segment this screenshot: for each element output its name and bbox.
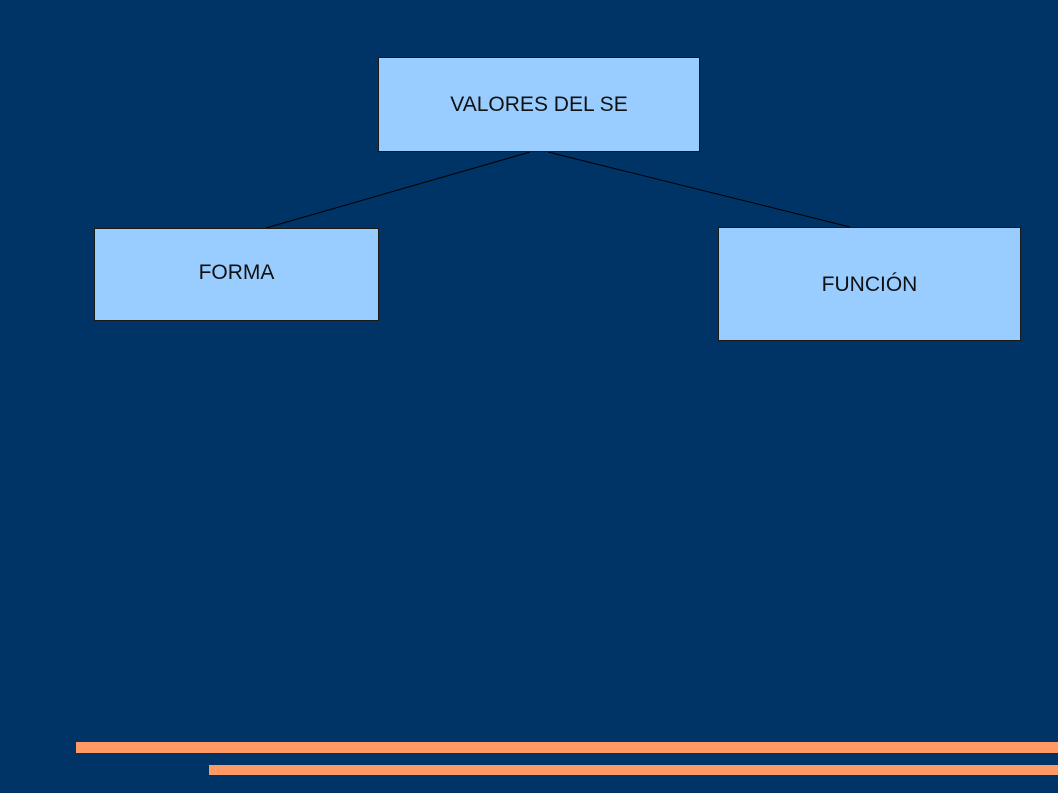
- node-valores-del-se-label: VALORES DEL SE: [450, 92, 628, 116]
- node-funcion[interactable]: FUNCIÓN: [718, 227, 1021, 341]
- node-funcion-label: FUNCIÓN: [821, 273, 918, 296]
- node-forma[interactable]: FORMA: [94, 228, 379, 321]
- accent-bar-top: [76, 742, 1058, 753]
- edge-root-to-funcion: [547, 151, 851, 228]
- edge-root-to-forma: [265, 151, 531, 229]
- node-valores-del-se[interactable]: VALORES DEL SE: [378, 57, 700, 152]
- accent-bar-bottom: [209, 765, 1058, 775]
- node-forma-label: FORMA: [198, 260, 275, 284]
